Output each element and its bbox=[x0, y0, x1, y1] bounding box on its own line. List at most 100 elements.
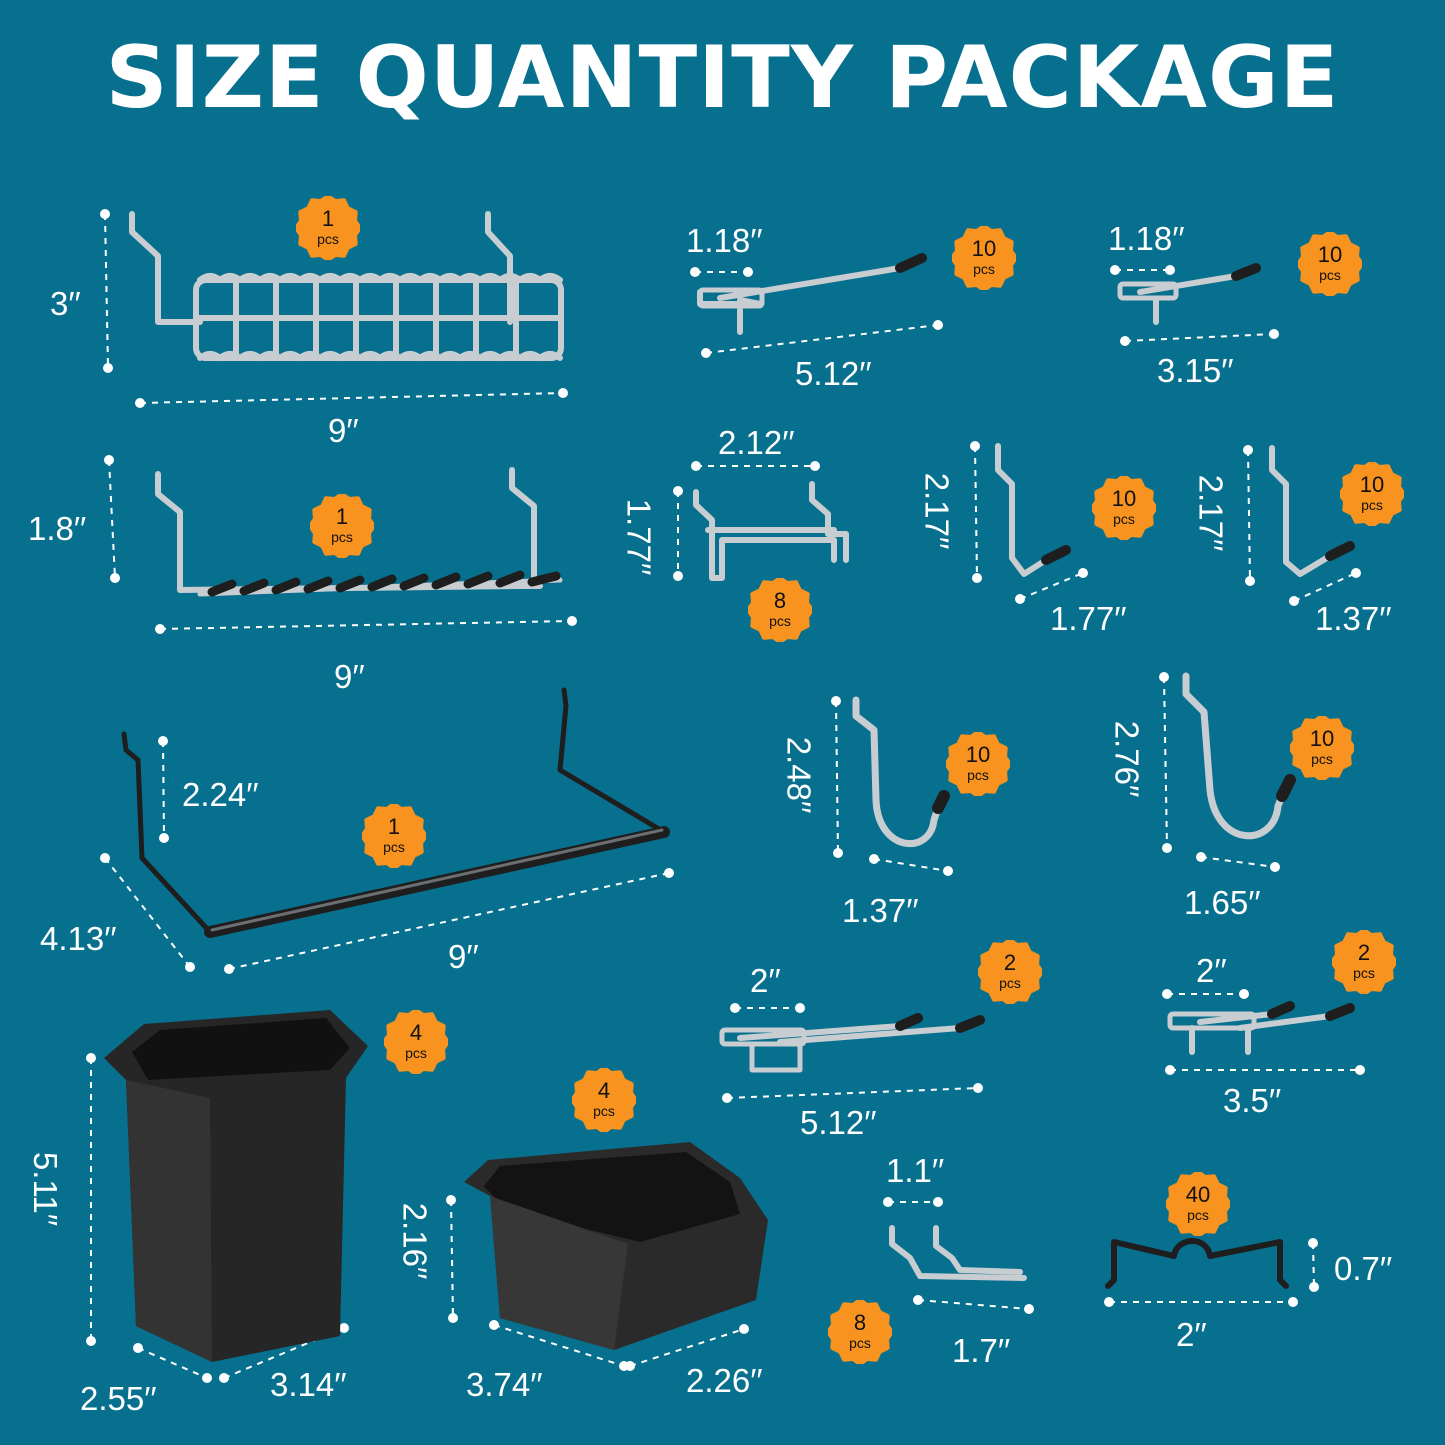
badge-unit: pcs bbox=[967, 767, 989, 783]
badge-flower-icon bbox=[946, 732, 1010, 796]
dim-label: 5.11′′ bbox=[27, 1151, 65, 1227]
dim-label: 0.7′′ bbox=[1334, 1250, 1393, 1287]
dim-label: 1.7′′ bbox=[952, 1332, 1011, 1369]
shelf-rack-illustration bbox=[121, 687, 670, 938]
tall-bin-illustration bbox=[104, 1010, 368, 1362]
dim-label: 1.1′′ bbox=[886, 1152, 945, 1189]
badge-flower-icon bbox=[1298, 232, 1362, 296]
dim-label: 2.48′′ bbox=[780, 736, 818, 814]
badge-quantity: 10 bbox=[965, 742, 991, 767]
l-hook-a-illustration bbox=[995, 443, 1071, 577]
dim-label: 2.12′′ bbox=[718, 424, 795, 461]
dim-label: 3′′ bbox=[50, 285, 81, 322]
tool-rack-illustration bbox=[155, 467, 563, 597]
dim-label: 1.18′′ bbox=[686, 222, 763, 259]
dim-label: 1.37′′ bbox=[1315, 600, 1392, 637]
badge-unit: pcs bbox=[1113, 511, 1135, 527]
badge-unit: pcs bbox=[405, 1045, 427, 1061]
dim-label: 2.76′′ bbox=[1108, 720, 1146, 798]
dim-label: 2.55′′ bbox=[80, 1380, 157, 1417]
badge-flower-icon bbox=[978, 940, 1042, 1004]
single-hook-long-illustration bbox=[697, 253, 927, 335]
badge-quantity: 40 bbox=[1185, 1182, 1211, 1207]
dim-label: 2.17′′ bbox=[918, 472, 956, 550]
dim-label: 1.18′′ bbox=[1108, 220, 1185, 257]
badge-flower-icon bbox=[1332, 930, 1396, 994]
dim-label: 9′′ bbox=[328, 412, 359, 449]
badge-unit: pcs bbox=[317, 231, 339, 247]
badge-flower-icon bbox=[296, 196, 360, 260]
badge-quantity: 2 bbox=[1003, 950, 1017, 975]
dim-label: 3.74′′ bbox=[466, 1366, 543, 1403]
dim-label: 2.17′′ bbox=[1192, 474, 1230, 552]
dim-label: 2.24′′ bbox=[182, 776, 259, 813]
badge-unit: pcs bbox=[973, 261, 995, 277]
dimension-dots bbox=[86, 209, 1365, 1383]
double-hook-long-illustration bbox=[719, 1013, 985, 1073]
single-hook-short-illustration bbox=[1117, 263, 1261, 325]
dim-label: 3.5′′ bbox=[1223, 1082, 1282, 1119]
badge-unit: pcs bbox=[593, 1103, 615, 1119]
page-title: SIZE QUANTITY PACKAGE bbox=[105, 28, 1340, 128]
badge-unit: pcs bbox=[999, 975, 1021, 991]
badge-quantity: 1 bbox=[335, 504, 349, 529]
badge-quantity: 2 bbox=[1357, 940, 1371, 965]
badge-flower-icon bbox=[828, 1300, 892, 1364]
dim-label: 1.8′′ bbox=[28, 510, 87, 547]
u-bracket-illustration bbox=[693, 481, 849, 581]
dim-label: 3.15′′ bbox=[1157, 352, 1234, 389]
badge-unit: pcs bbox=[1311, 751, 1333, 767]
dim-label: 3.14′′ bbox=[270, 1366, 347, 1403]
badge-quantity: 8 bbox=[773, 588, 787, 613]
badge-quantity: 4 bbox=[597, 1078, 611, 1103]
badge-flower-icon bbox=[1166, 1172, 1230, 1236]
badge-unit: pcs bbox=[1361, 497, 1383, 513]
badge-quantity: 1 bbox=[321, 206, 335, 231]
badge-quantity: 10 bbox=[1111, 486, 1137, 511]
badge-unit: pcs bbox=[1319, 267, 1341, 283]
dimension-lines bbox=[90, 213, 1360, 1379]
badge-unit: pcs bbox=[769, 613, 791, 629]
wire-basket-illustration bbox=[129, 211, 564, 361]
l-hook-b-illustration bbox=[1269, 445, 1355, 577]
badge-quantity: 4 bbox=[409, 1020, 423, 1045]
dim-label: 5.12′′ bbox=[795, 355, 872, 392]
dim-label: 1.37′′ bbox=[842, 892, 919, 929]
peg-lock-illustration bbox=[1105, 1238, 1289, 1289]
badge-flower-icon bbox=[748, 578, 812, 642]
badge-quantity: 8 bbox=[853, 1310, 867, 1335]
badge-unit: pcs bbox=[383, 839, 405, 855]
double-hook-short-illustration bbox=[1167, 1001, 1355, 1055]
badge-unit: pcs bbox=[849, 1335, 871, 1351]
badge-flower-icon bbox=[362, 804, 426, 868]
j-hook-large-illustration bbox=[1182, 672, 1296, 840]
badge-quantity: 1 bbox=[387, 814, 401, 839]
badge-unit: pcs bbox=[1187, 1207, 1209, 1223]
dim-label: 1.77′′ bbox=[1050, 600, 1127, 637]
badge-unit: pcs bbox=[1353, 965, 1375, 981]
badge-quantity: 10 bbox=[1309, 726, 1335, 751]
dim-label: 4.13′′ bbox=[40, 920, 117, 957]
dim-label: 1.77′′ bbox=[620, 498, 658, 576]
badge-flower-icon bbox=[1340, 462, 1404, 526]
dim-label: 9′′ bbox=[334, 658, 365, 695]
dim-label: 2.16′′ bbox=[396, 1202, 434, 1280]
dim-label: 2′′ bbox=[750, 962, 781, 999]
badge-flower-icon bbox=[384, 1010, 448, 1074]
badge-unit: pcs bbox=[331, 529, 353, 545]
dim-label: 9′′ bbox=[448, 938, 479, 975]
